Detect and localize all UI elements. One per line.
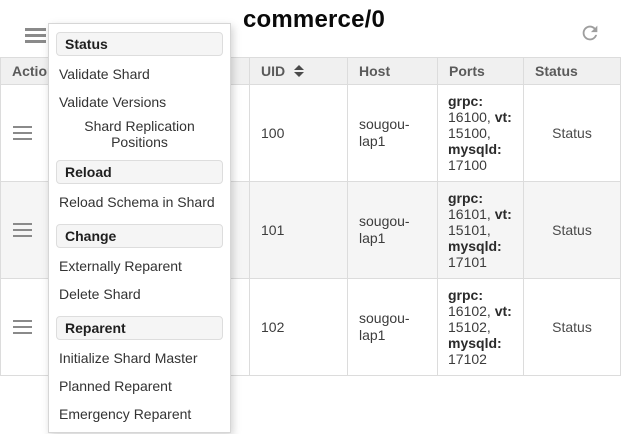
hamburger-bar [25,40,46,43]
shard-menu-button hamburger-icon[interactable] [25,28,46,43]
column-header-host: Host [347,57,438,85]
menu-item-reload-schema-in-shard[interactable]: Reload Schema in Shard [59,194,215,210]
column-header-uid[interactable]: UID [249,57,348,85]
status-link[interactable]: Status [523,84,621,182]
menu-item-emergency-reparent[interactable]: Emergency Reparent [59,406,192,422]
ports-cell: grpc: 16102, vt: 15102, mysqld: 17102 [437,278,524,376]
page-title: commerce/0 [242,6,386,33]
refresh-icon [582,25,598,41]
menu-item-planned-reparent[interactable]: Planned Reparent [59,378,172,394]
column-header-ports: Ports [437,57,524,85]
menu-item-validate-shard[interactable]: Validate Shard [59,66,150,82]
sort-arrows-icon[interactable] [294,65,305,77]
status-link[interactable]: Status [523,181,621,279]
uid-cell: 100 [249,84,348,182]
status-link[interactable]: Status [523,278,621,376]
menu-item-initialize-shard-master[interactable]: Initialize Shard Master [59,350,198,366]
shard-actions-menu: Status Validate Shard Validate Versions … [48,23,231,433]
row-menu-button hamburger-icon[interactable] [13,126,32,140]
menu-section-reload: Reload [56,160,223,184]
ports-cell: grpc: 16101, vt: 15101, mysqld: 17101 [437,181,524,279]
host-cell: sougou-lap1 [347,181,438,279]
menu-item-externally-reparent[interactable]: Externally Reparent [59,258,182,274]
uid-cell: 102 [249,278,348,376]
hamburger-bar [25,34,46,37]
hamburger-bar [25,28,46,31]
uid-header-label: UID [261,63,286,79]
row-menu-button hamburger-icon[interactable] [13,223,32,237]
ports-cell: grpc: 16100, vt: 15100, mysqld: 17100 [437,84,524,182]
menu-section-status: Status [56,32,223,56]
menu-item-shard-replication-positions[interactable]: Shard Replication Positions [84,118,195,150]
host-cell: sougou-lap1 [347,278,438,376]
column-header-status: Status [523,57,621,85]
menu-item-delete-shard[interactable]: Delete Shard [59,286,141,302]
uid-cell: 101 [249,181,348,279]
row-menu-button hamburger-icon[interactable] [13,320,32,334]
menu-section-reparent: Reparent [56,316,223,340]
menu-section-change: Change [56,224,223,248]
host-cell: sougou-lap1 [347,84,438,182]
menu-item-validate-versions[interactable]: Validate Versions [59,94,167,110]
refresh-button[interactable] [579,22,601,44]
